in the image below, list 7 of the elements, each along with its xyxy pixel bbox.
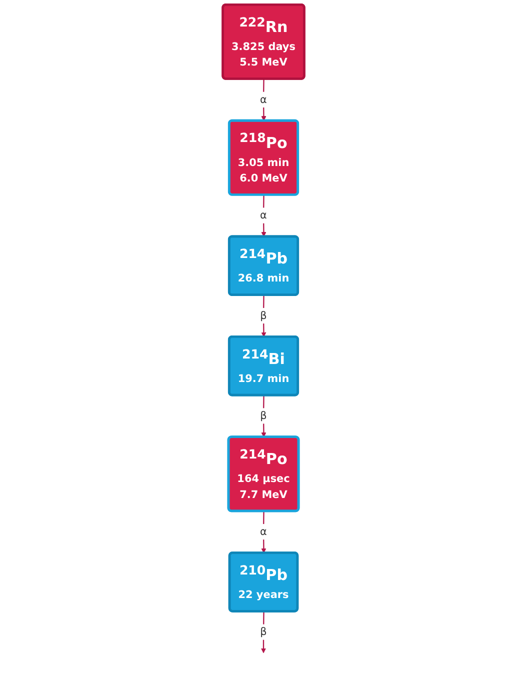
arrow xyxy=(261,79,266,122)
edge-label: β xyxy=(260,626,267,638)
edge-label: β xyxy=(260,310,267,322)
edge-label: α xyxy=(260,209,267,222)
edge-label: α xyxy=(260,526,267,538)
edge-label: α xyxy=(260,94,267,106)
edge-label: β xyxy=(260,410,267,422)
